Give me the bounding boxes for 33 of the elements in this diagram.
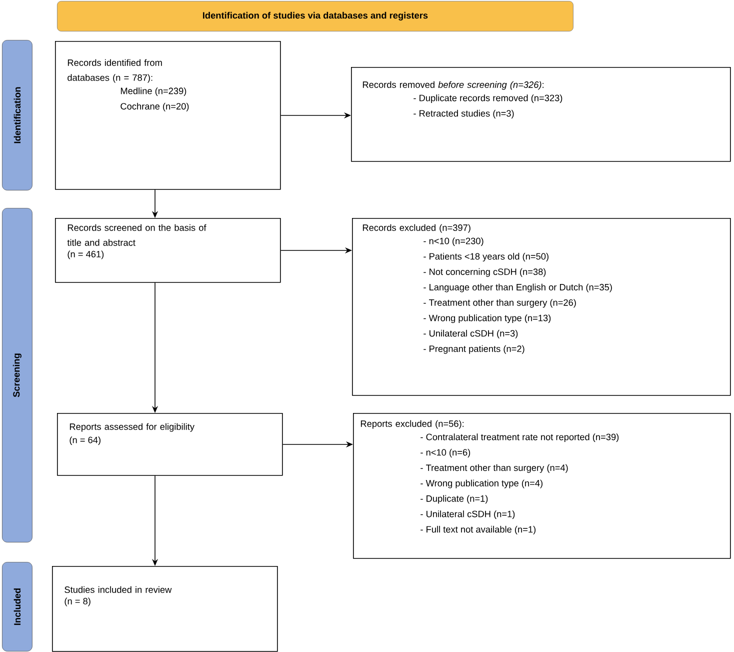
box-heading: Reports assessed for eligibility xyxy=(70,423,194,432)
list-item: - Full text not available (n=1) xyxy=(420,526,536,534)
list-item: (n = 8) xyxy=(64,598,90,606)
list-item: - Wrong publication type (n=4) xyxy=(420,480,542,488)
list-item: - n<10 (n=230) xyxy=(424,238,484,246)
list-item: - Language other than English or Dutch (n=35) xyxy=(424,284,612,292)
list-item: - Patients <18 years old (n=50) xyxy=(424,252,548,262)
box-heading: Records excluded (n=397) xyxy=(362,224,470,233)
phase-label: Screening xyxy=(2,208,32,542)
list-item: - Treatment other than surgery (n=4) xyxy=(420,464,568,473)
list-item: (n = 461) xyxy=(68,250,104,260)
list-item: - Not concerning cSDH (n=38) xyxy=(424,268,546,277)
list-item: (n = 64) xyxy=(70,436,100,446)
list-item: - Retracted studies (n=3) xyxy=(414,110,514,118)
list-item: - Treatment other than surgery (n=26) xyxy=(424,299,576,308)
list-item: - Wrong publication type (n=13) xyxy=(424,314,551,324)
list-item: Medline (n=239) xyxy=(120,87,186,96)
box-heading: Records identified from databases (n = 787): xyxy=(68,59,162,83)
list-item: - Contralateral treatment rate not reported (n=39) xyxy=(420,434,619,442)
list-item: - n<10 (n=6) xyxy=(420,448,470,458)
phase-label: Included xyxy=(2,562,32,652)
list-item: - Unilateral cSDH (n=1) xyxy=(420,510,515,520)
phase-label: Identification xyxy=(2,40,32,190)
box-heading: Reports excluded (n=56): xyxy=(360,420,464,429)
list-item: - Duplicate records removed (n=323) xyxy=(414,94,562,104)
box-heading: Records removed before screening (n=326): xyxy=(362,81,544,90)
title-banner: Identification of studies via databases and registers xyxy=(57,1,574,32)
box-heading: Studies included in review xyxy=(64,586,172,593)
list-item: Cochrane (n=20) xyxy=(120,102,189,112)
list-item: - Unilateral cSDH (n=3) xyxy=(424,330,518,338)
box-heading: Records screened on the basis of title and abstract xyxy=(67,224,206,246)
list-item: - Duplicate (n=1) xyxy=(420,495,488,504)
list-item: - Pregnant patients (n=2) xyxy=(424,345,524,354)
